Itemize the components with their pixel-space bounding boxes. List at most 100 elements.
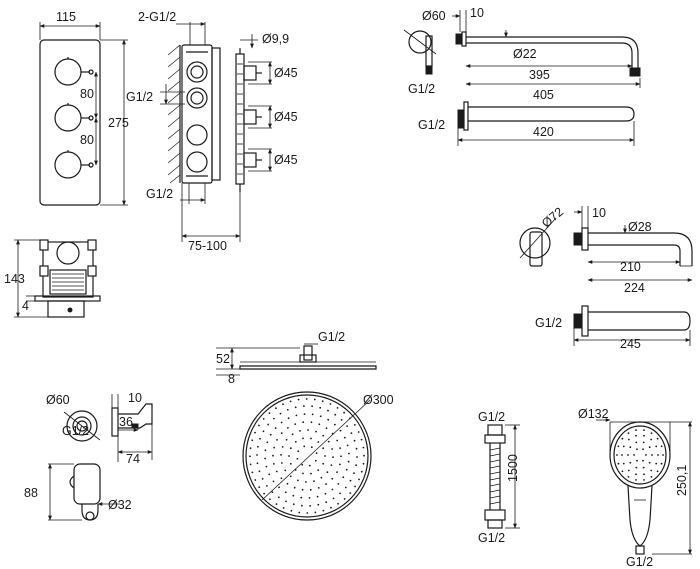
hand-nozzle-dot [627, 438, 630, 441]
outlet-thread-text: G1/2 [62, 424, 89, 438]
outlet-thread-label: G1/2 [126, 90, 153, 104]
nozzle-dot [350, 432, 353, 434]
nozzle-dot [249, 455, 251, 458]
nozzle-dot [302, 437, 304, 440]
nozzle-dot [325, 427, 328, 430]
nozzle-dot [308, 497, 311, 499]
hand-nozzle-dot [629, 446, 632, 449]
hand-nozzle-dot [635, 466, 638, 469]
nozzle-dot [272, 480, 275, 483]
nozzle-dot [294, 423, 297, 425]
nozzle-dot [360, 438, 363, 441]
nozzle-dot [289, 447, 292, 450]
nozzle-dot [290, 509, 293, 512]
nozzle-dot [311, 405, 313, 408]
spout-tube-label: Ø28 [628, 220, 652, 234]
hand-nozzle-dot [645, 454, 647, 456]
nozzle-dot [303, 413, 306, 415]
wall-hatch [167, 44, 181, 184]
nozzle-dot [343, 498, 346, 500]
nozzle-dot [284, 491, 287, 494]
nozzle-dot [254, 479, 257, 481]
nozzle-dot [313, 480, 315, 482]
nozzle-dot [287, 427, 289, 429]
nozzle-dot [353, 472, 355, 475]
outlet-depth-1-label: 36 [119, 415, 133, 429]
hand-nozzle-dot [622, 445, 625, 448]
hand-nozzle-dot [656, 437, 659, 440]
box-offset-label: 4 [22, 299, 29, 313]
nozzle-dot [297, 450, 300, 453]
nozzle-dot [331, 477, 334, 480]
shower-hose: G1/2 1500 G1/2 [478, 410, 520, 545]
inlet-thread-label: 2-G1/2 [138, 10, 176, 24]
nozzle-dot [254, 431, 256, 434]
nozzle-dot [293, 486, 296, 489]
valve-diameter-3-label: Ø45 [274, 153, 298, 167]
hand-nozzle-dot [648, 446, 651, 449]
nozzle-dot [280, 477, 283, 480]
nozzle-dot [349, 479, 352, 482]
hand-nozzle-dot [660, 445, 663, 448]
hand-nozzle-dot [662, 454, 664, 456]
head-thickness-label: 8 [228, 372, 235, 386]
nozzle-dot [272, 454, 274, 457]
head-height-label: 52 [216, 352, 230, 366]
nozzle-dot [309, 488, 312, 491]
nozzle-dot [302, 472, 304, 475]
nozzle-dot [256, 462, 259, 465]
nozzle-dot [326, 471, 329, 474]
nozzle-dot [337, 483, 340, 485]
nozzle-dot [347, 460, 350, 463]
nozzle-dot [322, 434, 325, 437]
nozzle-dot [332, 456, 334, 458]
nozzle-dot [292, 494, 295, 497]
nozzle-dot [340, 455, 342, 458]
hose-thread-bottom-label: G1/2 [478, 531, 505, 545]
nozzle-dot [354, 485, 356, 488]
hand-nozzle-dot [635, 473, 637, 476]
nozzle-dot [301, 463, 304, 466]
hose-length-label: 1500 [506, 454, 520, 482]
nozzle-dot [313, 398, 316, 401]
handshower-length-label: 250,1 [675, 465, 689, 496]
nozzle-dot [295, 414, 298, 417]
holder-diameter-label: Ø32 [108, 498, 132, 512]
plate-ribs [237, 63, 243, 175]
nozzle-dot [285, 500, 287, 503]
outlet-offset-label: 10 [128, 391, 142, 405]
holder-height-label: 88 [24, 486, 38, 500]
handshower-diameter-label: Ø132 [578, 407, 609, 421]
nozzle-dot [321, 400, 324, 403]
nozzle-dot [336, 407, 339, 409]
arm-offset-label: 10 [470, 6, 484, 20]
spout-length-mid-label: 224 [624, 281, 645, 295]
hand-nozzle-dot [636, 448, 638, 451]
nozzle-dot [322, 462, 325, 465]
nozzle-dot [310, 472, 312, 475]
nozzle-dot [353, 439, 356, 442]
nozzle-dot [342, 476, 345, 479]
nozzle-dot [329, 403, 332, 405]
nozzle-dot [251, 471, 254, 474]
nozzle-dot [263, 492, 265, 495]
mixer-knob-bottom [54, 150, 94, 179]
knob-spacing-1-label: 80 [80, 87, 94, 101]
hand-nozzle-dot [627, 432, 630, 434]
nozzle-dot [281, 462, 283, 464]
knob-spacing-2-label: 80 [80, 133, 94, 147]
hand-nozzle-dot [635, 479, 637, 481]
nozzle-dot [334, 423, 336, 426]
hand-nozzle-dot [655, 445, 658, 448]
hand-nozzle-dot [616, 454, 618, 456]
hand-nozzle-dot [657, 454, 659, 456]
nozzle-pattern [249, 398, 365, 514]
nozzle-dot [316, 495, 319, 498]
nozzle-dot [360, 470, 363, 473]
nozzle-dot [340, 419, 343, 421]
nozzle-dot [358, 478, 360, 481]
nozzle-dot [317, 469, 320, 471]
mixer-front-view: 115 275 80 80 [39, 10, 129, 206]
nozzle-dot [330, 506, 332, 509]
nozzle-dot [271, 491, 274, 493]
